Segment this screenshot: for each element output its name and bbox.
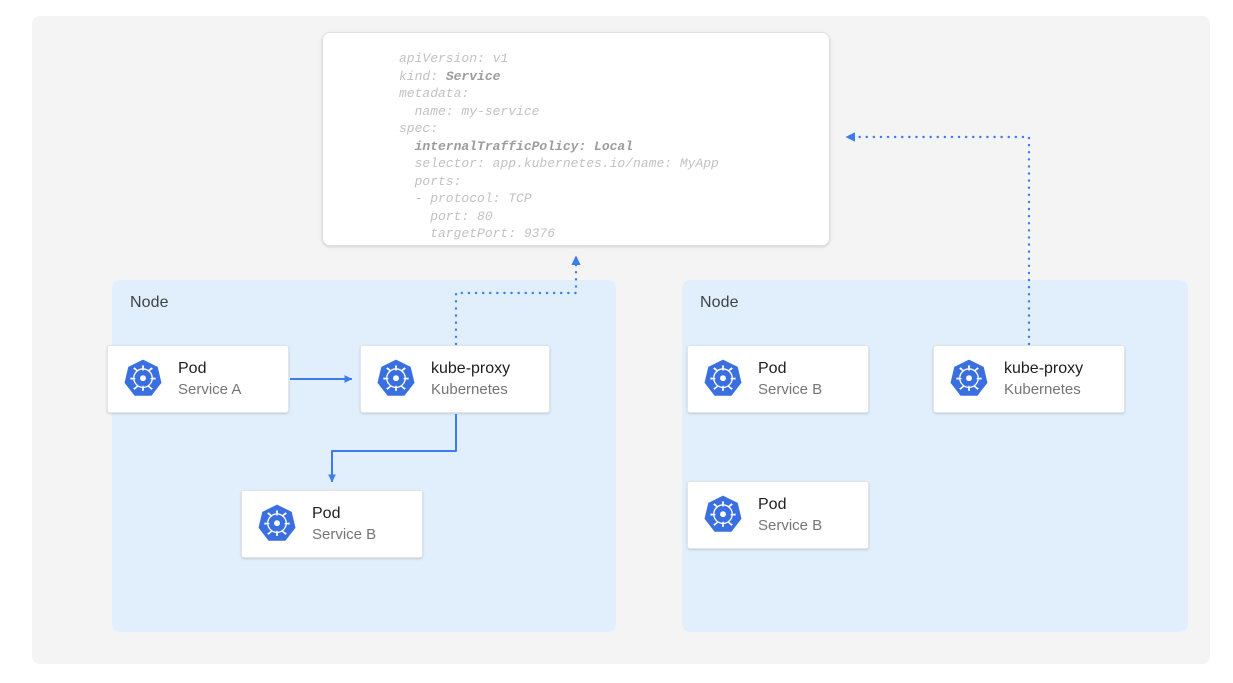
card-text: kube-proxy Kubernetes [1004,359,1083,400]
manifest-line: port: 80 [399,208,493,224]
card-text: kube-proxy Kubernetes [431,359,510,400]
manifest-line: name: my-service [399,103,540,119]
card-text: Pod Service B [758,495,822,536]
card-pod-service-b-right-bottom[interactable]: Pod Service B [687,481,869,549]
card-subtitle: Kubernetes [1004,381,1081,399]
manifest-line: ports: [399,173,462,189]
card-kube-proxy-right[interactable]: kube-proxy Kubernetes [933,345,1125,413]
manifest-line: kind: Service [399,68,501,84]
node-label-left: Node [130,294,169,311]
card-title: Pod [758,359,787,377]
card-subtitle: Service A [178,381,242,399]
card-subtitle: Service B [758,517,823,535]
manifest-line: metadata: [399,86,470,101]
card-title: Pod [758,495,787,513]
kubernetes-icon [704,495,742,532]
card-pod-service-b-left[interactable]: Pod Service B [241,490,423,558]
node-label-right: Node [700,294,739,311]
card-text: Pod Service B [312,504,376,545]
kubernetes-icon [377,359,415,396]
kubernetes-icon [124,359,162,396]
card-title: kube-proxy [1004,359,1084,377]
card-text: Pod Service B [758,359,822,400]
card-kube-proxy-left[interactable]: kube-proxy Kubernetes [360,345,550,413]
manifest-line: selector: app.kubernetes.io/name: MyApp [399,156,719,171]
kubernetes-icon [950,359,988,396]
manifest-line: spec: [399,121,439,136]
kubernetes-icon [704,359,742,396]
kubernetes-icon [258,504,296,541]
card-title: Pod [178,359,207,377]
card-title: kube-proxy [431,359,511,377]
card-pod-service-b-right-top[interactable]: Pod Service B [687,345,869,413]
card-subtitle: Kubernetes [431,381,508,399]
service-manifest-card: apiVersion: v1 kind: Service metadata: n… [322,32,830,246]
node-group-left: Node [112,280,616,632]
card-subtitle: Service B [758,381,823,399]
card-subtitle: Service B [312,526,377,544]
card-pod-service-a[interactable]: Pod Service A [107,345,289,413]
manifest-line: apiVersion: v1 [399,51,509,66]
node-group-right: Node [682,280,1188,632]
card-title: Pod [312,504,341,522]
manifest-line: targetPort: 9376 [399,226,556,241]
service-manifest-code: apiVersion: v1 kind: Service metadata: n… [399,50,719,243]
card-text: Pod Service A [178,359,241,400]
manifest-line: internalTrafficPolicy: Local [399,138,634,154]
manifest-line: - protocol: TCP [399,191,532,206]
